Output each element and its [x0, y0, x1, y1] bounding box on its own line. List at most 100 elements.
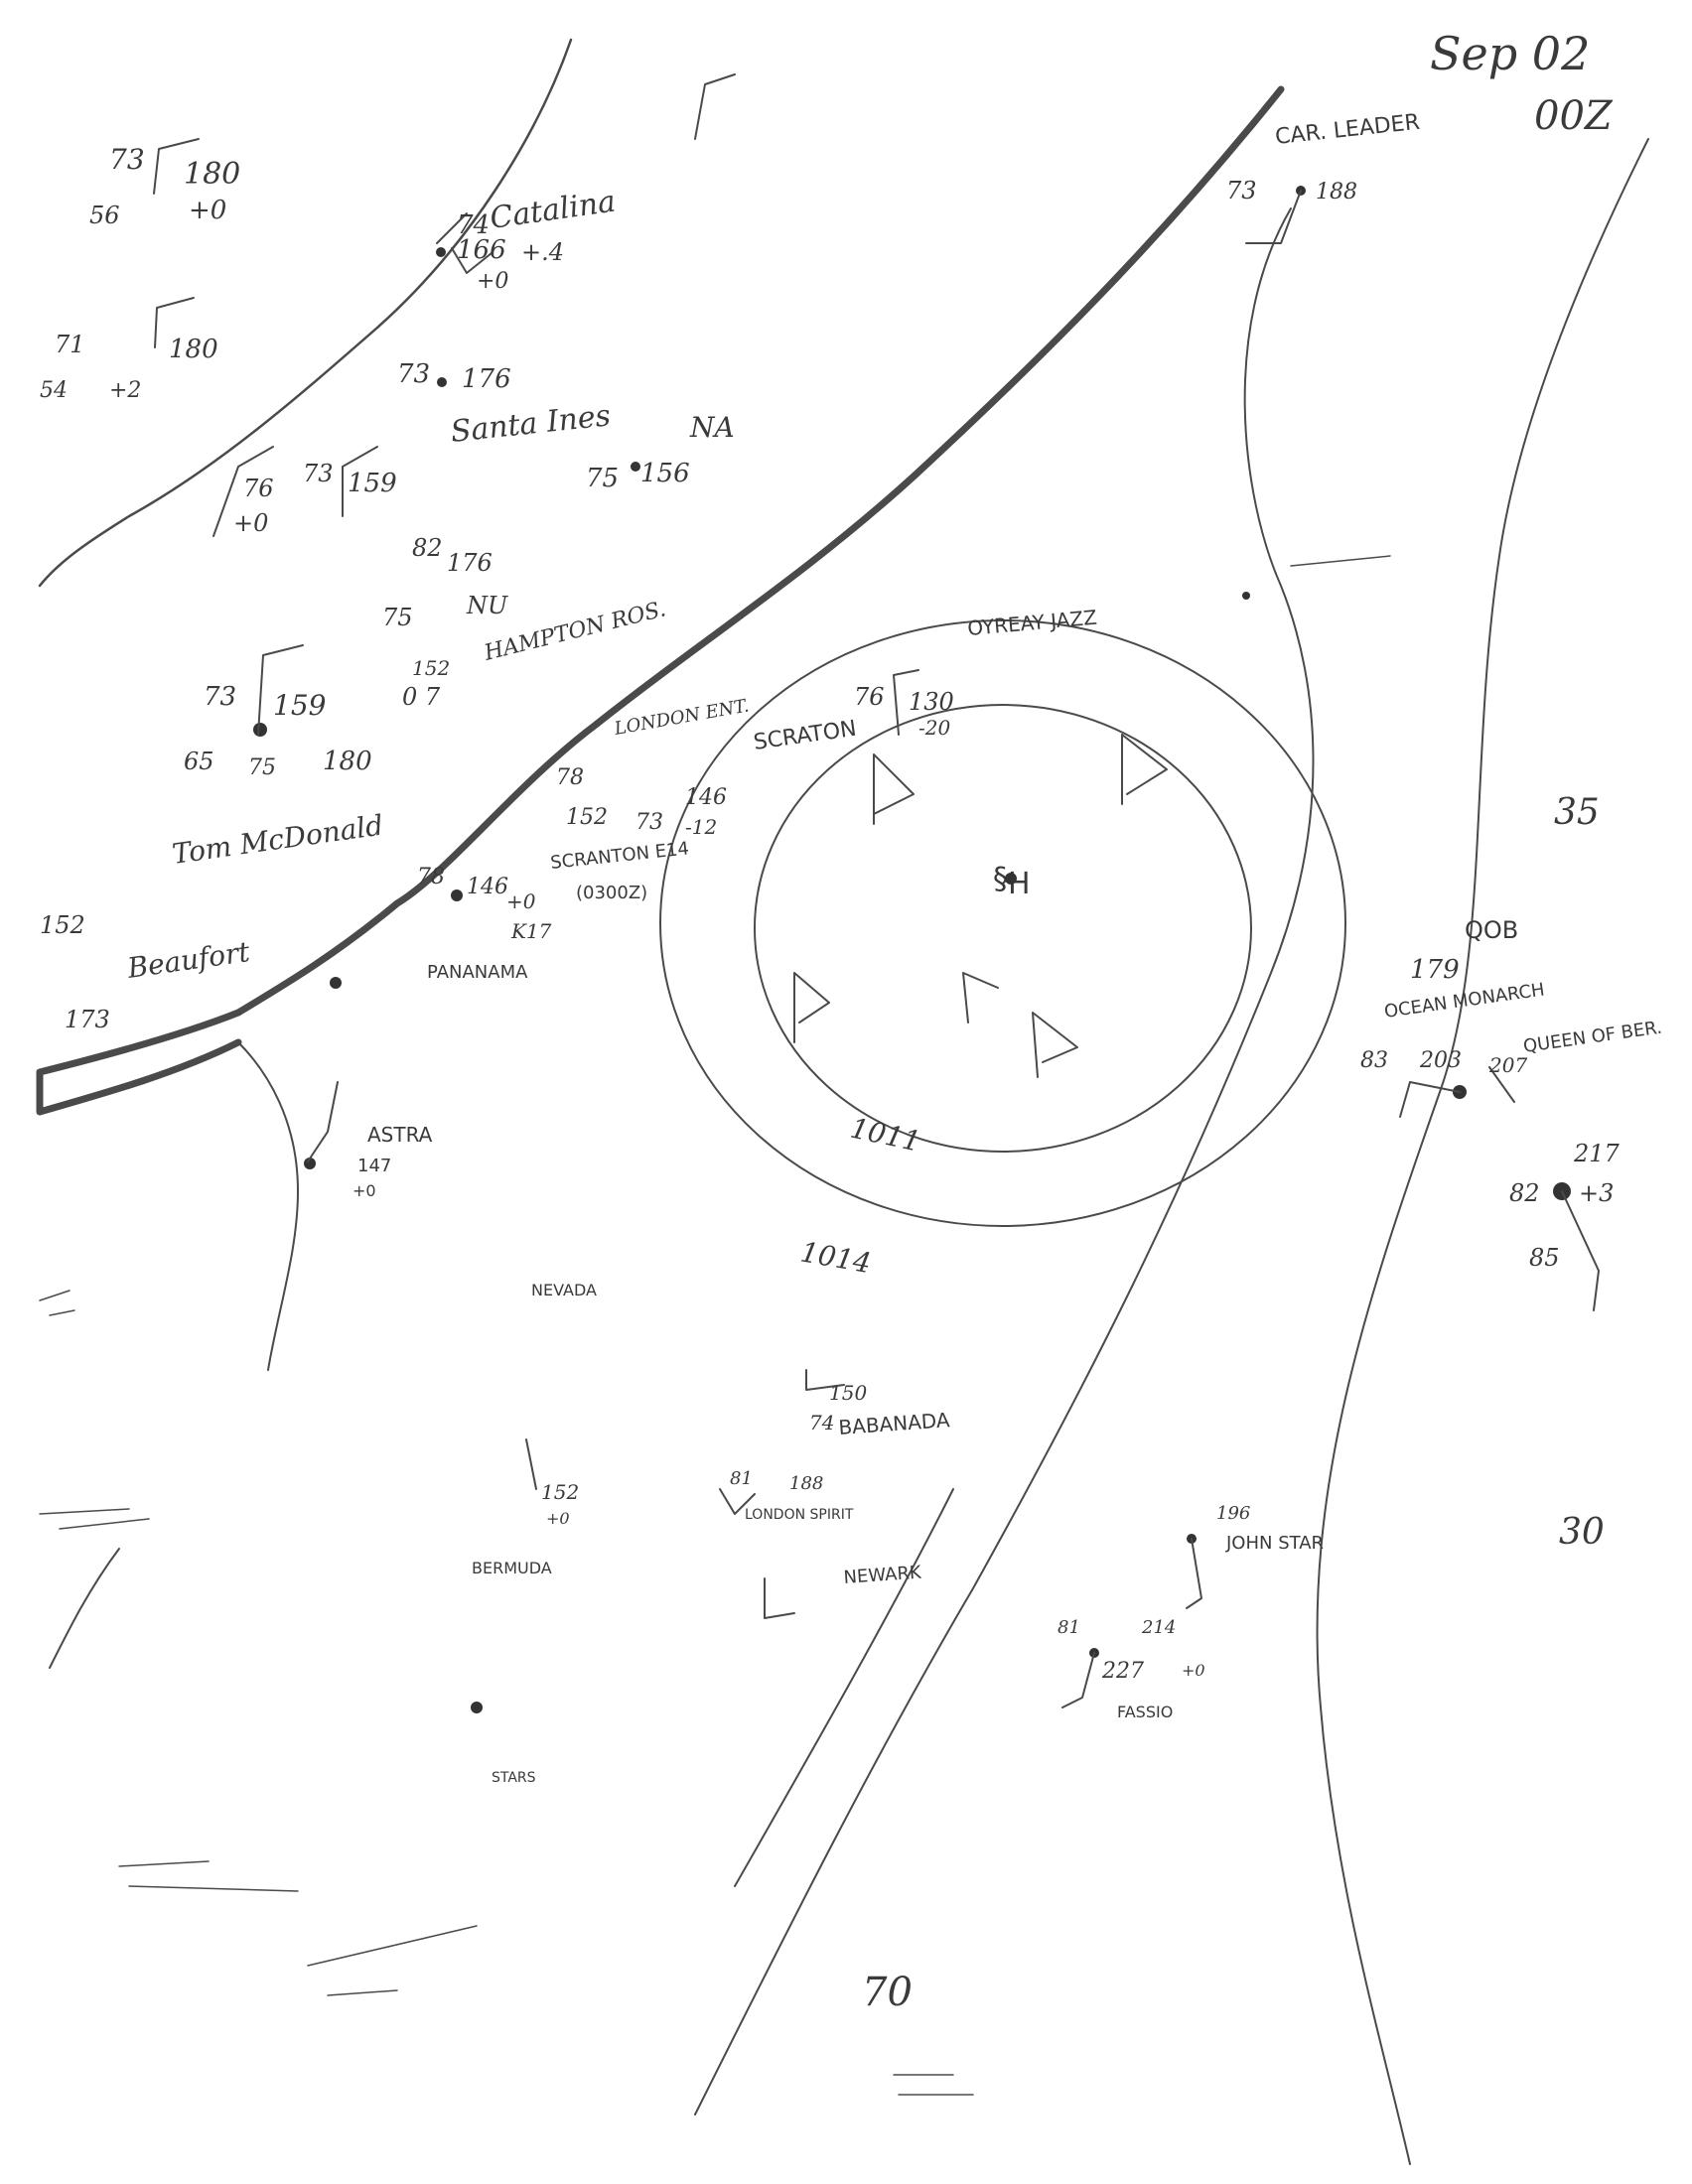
obs-15-temp: 73	[1226, 177, 1257, 205]
ship-scranton-e14: SCRANTON E14	[549, 838, 690, 874]
obs-11-temp2: 73	[635, 810, 663, 835]
obs-22-pressure: 214	[1141, 1617, 1176, 1638]
obs-6-extra: NA	[689, 411, 735, 444]
ship-stars: STARS	[492, 1770, 536, 1786]
obs-17-temp: 82	[1509, 1179, 1540, 1207]
obs-9-temp: 75	[382, 604, 413, 631]
obs-13-temp: 78	[417, 865, 445, 889]
obs-1-dewpoint: 56	[89, 202, 120, 229]
obs-2-tendency: +0	[477, 269, 508, 294]
ship-babanada: BABANADA	[838, 1408, 951, 1439]
obs-22-temp: 81	[1058, 1617, 1080, 1638]
ship-newark: NEWARK	[843, 1562, 923, 1587]
ship-bermuda: BERMUDA	[472, 1559, 552, 1577]
isobar-label-1011: 1011	[848, 1112, 924, 1159]
obs-11-temp: 78	[556, 765, 584, 790]
obs-7-tendency: +0	[233, 509, 268, 537]
obs-11-tendency: -12	[685, 815, 717, 839]
dash-line-southwest	[49, 1548, 120, 1669]
ship-santa-ines: Santa Ines	[449, 398, 612, 450]
ship-fassio: FASSIO	[1117, 1703, 1173, 1721]
ship-astra: ASTRA	[367, 1123, 433, 1147]
obs-8-extra: NU	[466, 592, 508, 619]
obs-16-pressure2: 207	[1488, 1053, 1527, 1077]
obs-14-pressure: 173	[65, 1006, 110, 1033]
obs-8-temp: 82	[412, 534, 443, 562]
obs-1-temp: 73	[109, 143, 145, 176]
isobar-label-1014: 1014	[798, 1235, 874, 1280]
obs-23-pressure: 147	[357, 1156, 391, 1176]
obs-13-tendency: +0	[506, 889, 536, 913]
station-dots	[253, 186, 1571, 1713]
obs-5-temp: 73	[303, 460, 334, 487]
trough-line-east	[694, 207, 1315, 2116]
obs-3-pressure: 180	[169, 335, 218, 364]
obs-2-temp: 74	[457, 210, 490, 240]
obs-23-tendency: +0	[352, 1181, 376, 1200]
ship-beaufort: Beaufort	[124, 935, 252, 985]
ship-panamana: PANANAMA	[427, 962, 528, 983]
obs-10-pressure2: 180	[323, 747, 372, 776]
obs-10-temp: 73	[204, 682, 236, 712]
obs-18-pressure: 150	[829, 1381, 867, 1405]
obs-4-temp: 73	[397, 359, 430, 389]
ship-scranton-time: (0300Z)	[576, 883, 647, 903]
obs-9-extra: 0 7	[402, 683, 441, 711]
isobar-1014	[659, 619, 1346, 1227]
obs-10-temp2: 75	[248, 755, 276, 780]
obs-1-tendency: +0	[189, 196, 226, 225]
pennant-marker-5	[1032, 1012, 1078, 1078]
ship-catalina: Catalina	[488, 185, 618, 236]
obs-2-extra: +.4	[521, 238, 564, 266]
obs-16-temp2: 83	[1360, 1048, 1388, 1073]
obs-14-temp: 152	[40, 911, 85, 939]
obs-7-temp: 76	[243, 475, 274, 502]
obs-13-pressure: 146	[467, 875, 508, 899]
ridge-line-east	[1316, 138, 1649, 2165]
pennant-marker-2	[1121, 734, 1168, 805]
ship-mcdonald: Tom McDonald	[170, 808, 385, 870]
pennant-marker-3	[793, 972, 830, 1043]
obs-19-pressure: 152	[541, 1480, 579, 1504]
ship-nevada: NEVADA	[531, 1281, 597, 1299]
obs-6-temp: 75	[586, 464, 619, 493]
obs-16-temp: 179	[1410, 955, 1460, 985]
pennant-marker-4	[962, 972, 999, 1024]
low-center-mark: §	[993, 862, 1008, 896]
obs-12-temp: 76	[854, 683, 885, 711]
obs-19-tendency: +0	[546, 1509, 570, 1528]
front-line-northwest	[38, 38, 573, 588]
ship-london-spirit: LONDON SPIRIT	[745, 1507, 854, 1523]
obs-22-tendency: +0	[1182, 1661, 1205, 1680]
obs-12-tendency: -20	[918, 716, 950, 740]
obs-17-dewpoint: 85	[1529, 1244, 1560, 1272]
obs-1-pressure: 180	[184, 157, 240, 192]
obs-3-dewpoint: 54	[40, 378, 68, 403]
dash-line-south	[734, 1488, 954, 1887]
ship-john-star: JOHN STAR	[1225, 1533, 1324, 1554]
ship-queen-ber: QUEEN OF BER.	[1522, 1018, 1663, 1057]
obs-17-pressure: 217	[1573, 1140, 1621, 1167]
obs-4-pressure: 176	[462, 364, 511, 394]
ship-london-ent: LONDON ENT.	[612, 695, 751, 740]
wind-barbs	[153, 73, 1600, 1708]
obs-13-extra: K17	[510, 919, 552, 943]
isobar-1011	[754, 704, 1252, 1153]
obs-3-tendency: +2	[109, 378, 141, 403]
ship-oyreay-jazz: OYREAY JAZZ	[966, 606, 1097, 640]
obs-8-pressure: 176	[447, 549, 493, 577]
ship-scraton: SCRATON	[752, 717, 858, 755]
ship-car-leader: CAR. LEADER	[1274, 110, 1421, 150]
obs-20-pressure: 188	[789, 1473, 823, 1494]
faint-marks	[39, 555, 1391, 2096]
obs-15-pressure: 188	[1316, 180, 1357, 205]
obs-18-temp: 74	[809, 1411, 834, 1434]
ship-hampton-ros: HAMPTON ROS.	[481, 597, 668, 666]
stationary-line-south	[237, 1041, 299, 1371]
obs-6-pressure: 156	[640, 459, 690, 488]
longitude-label-70: 70	[862, 1970, 913, 2015]
latitude-label-35: 35	[1554, 792, 1600, 833]
cold-front-line-west	[36, 1009, 242, 1116]
obs-12-pressure: 130	[909, 688, 954, 716]
obs-16-pressure: 203	[1419, 1048, 1462, 1073]
